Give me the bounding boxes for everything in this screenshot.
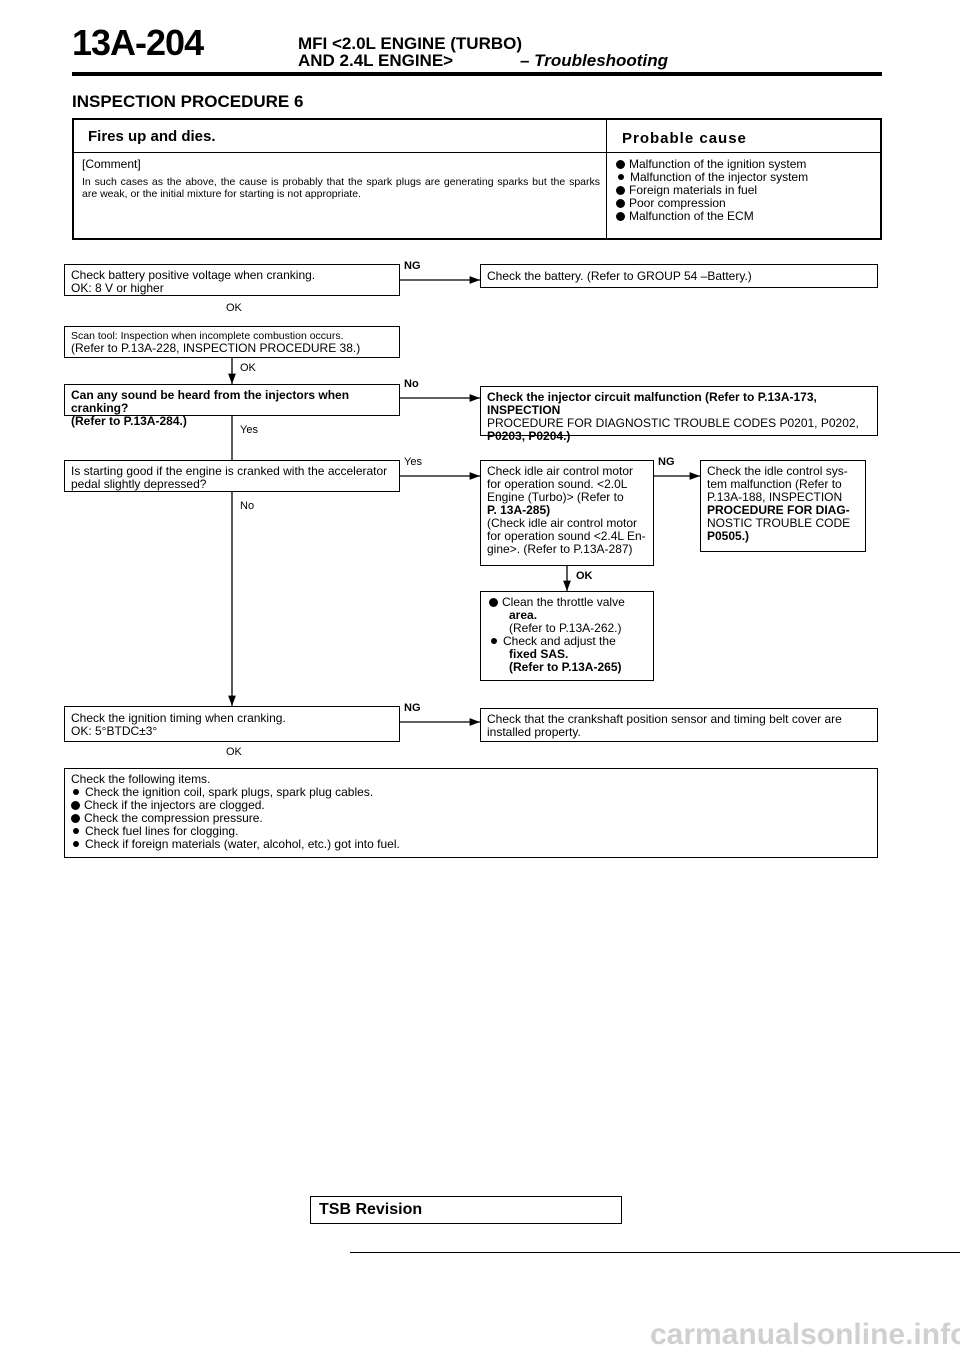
- injector-circuit-box: Check the injector circuit malfunction (…: [480, 386, 878, 443]
- tsb-revision: TSB Revision: [319, 1201, 423, 1218]
- step-battery-line1: Check battery positive voltage when cran…: [71, 268, 316, 282]
- idle-control-line: PROCEDURE FOR DIAG-: [707, 503, 850, 517]
- ok-label: OK: [240, 362, 256, 374]
- step-injector-sound: Can any sound be heard from the injector…: [64, 384, 400, 428]
- crankshaft-line1: Check that the crankshaft position senso…: [487, 712, 842, 726]
- ok-label: OK: [576, 570, 593, 582]
- final-item: Check the ignition coil, spark plugs, sp…: [71, 786, 871, 799]
- no-label: No: [240, 500, 255, 512]
- accelerator-line2: pedal slightly depressed?: [71, 477, 207, 491]
- idle-control-line: P0505.): [707, 529, 750, 543]
- throttle-line: (Refer to P.13A-265): [509, 660, 622, 674]
- throttle-box: Clean the throttle valve area. (Refer to…: [480, 591, 654, 681]
- page-number: 13A-204: [72, 22, 204, 63]
- final-checks-box: Check the following items. Check the ign…: [64, 768, 878, 858]
- ok-label: OK: [226, 302, 242, 314]
- final-item: Check if foreign materials (water, alcoh…: [71, 838, 871, 851]
- injector-circuit-line2: PROCEDURE FOR DIAGNOSTIC TROUBLE CODES P…: [487, 416, 859, 430]
- injector-circuit-line3: P0203, P0204.): [487, 429, 571, 443]
- cause-item: Malfunction of the ignition system: [616, 158, 878, 171]
- accelerator-line1: Is starting good if the engine is cranke…: [71, 464, 388, 478]
- step-accelerator: Is starting good if the engine is cranke…: [64, 460, 400, 492]
- cause-list: Malfunction of the ignition system Malfu…: [616, 158, 878, 223]
- procedure-title: INSPECTION PROCEDURE 6: [72, 92, 304, 111]
- cause-item: Malfunction of the injector system: [616, 171, 878, 184]
- ignition-timing-line1: Check the ignition timing when cranking.: [71, 711, 286, 725]
- scan-tool-line2: (Refer to P.13A-228, INSPECTION PROCEDUR…: [71, 341, 361, 355]
- yes-label: Yes: [404, 456, 422, 468]
- step-battery-check: Check battery positive voltage when cran…: [64, 264, 400, 296]
- final-heading: Check the following items.: [71, 772, 211, 786]
- symptom-heading: Fires up and dies.: [88, 128, 216, 145]
- injector-sound-line1: Can any sound be heard from the injector…: [71, 388, 350, 415]
- throttle-line: (Refer to P.13A-262.): [509, 621, 622, 635]
- throttle-line: Clean the throttle valve: [489, 596, 645, 609]
- iac-motor-box: Check idle air control motor for operati…: [480, 460, 654, 566]
- iac-line: Engine (Turbo)> (Refer to: [487, 490, 624, 504]
- idle-control-line: NOSTIC TROUBLE CODE: [707, 516, 851, 530]
- header-section: – Troubleshooting: [520, 51, 668, 70]
- iac-line: gine>. (Refer to P.13A-287): [487, 542, 633, 556]
- throttle-line: area.: [509, 608, 538, 622]
- scan-tool-line1: Scan tool: Inspection when incomplete co…: [71, 330, 344, 342]
- ng-label: NG: [658, 456, 675, 468]
- idle-control-line: P.13A-188, INSPECTION: [707, 490, 843, 504]
- symptom-table: Fires up and dies. Probable cause [Comme…: [72, 118, 882, 240]
- crankshaft-box: Check that the crankshaft position senso…: [480, 708, 878, 742]
- iac-line: (Check idle air control motor: [487, 516, 638, 530]
- header-title-line1: MFI <2.0L ENGINE (TURBO): [298, 34, 523, 53]
- step-scan-tool: Scan tool: Inspection when incomplete co…: [64, 326, 400, 358]
- final-item: Check the compression pressure.: [71, 812, 871, 825]
- battery-box: Check the battery. (Refer to GROUP 54 –B…: [480, 264, 878, 288]
- watermark: carmanualsonline.info: [650, 1318, 960, 1351]
- idle-control-line: Check the idle control sys-: [707, 464, 848, 478]
- probable-cause-heading: Probable cause: [622, 130, 747, 147]
- cause-item: Malfunction of the ECM: [616, 210, 878, 223]
- symptom-divider-v: [606, 120, 607, 238]
- iac-line: for operation sound <2.4L En-: [487, 529, 646, 543]
- final-item: Check fuel lines for clogging.: [71, 825, 871, 838]
- final-item: Check if the injectors are clogged.: [71, 799, 871, 812]
- no-label: No: [404, 378, 419, 390]
- battery-text: Check the battery. (Refer to GROUP 54 –B…: [487, 269, 752, 283]
- crankshaft-line2: installed property.: [487, 725, 581, 739]
- header-title-line2: AND 2.4L ENGINE>: [298, 51, 454, 70]
- symptom-divider-h: [74, 152, 880, 153]
- comment-label: [Comment]: [82, 157, 141, 171]
- injector-sound-line2: (Refer to P.13A-284.): [71, 414, 187, 428]
- footer-rule: [350, 1252, 960, 1253]
- cause-item: Foreign materials in fuel: [616, 184, 878, 197]
- idle-control-box: Check the idle control sys- tem malfunct…: [700, 460, 866, 552]
- injector-circuit-line1: Check the injector circuit malfunction (…: [487, 390, 817, 417]
- iac-line: P. 13A-285): [487, 503, 551, 517]
- ng-label: NG: [404, 260, 421, 272]
- throttle-line: fixed SAS.: [509, 647, 569, 661]
- tsb-revision-box: TSB Revision: [310, 1196, 622, 1224]
- step-battery-line2: OK: 8 V or higher: [71, 281, 164, 295]
- cause-item: Poor compression: [616, 197, 878, 210]
- ignition-timing-line2: OK: 5°BTDC±3°: [71, 724, 158, 738]
- ng-label: NG: [404, 702, 421, 714]
- comment-text: In such cases as the above, the cause is…: [82, 176, 600, 200]
- iac-line: Check idle air control motor: [487, 464, 634, 478]
- idle-control-line: tem malfunction (Refer to: [707, 477, 842, 491]
- iac-line: for operation sound. <2.0L: [487, 477, 628, 491]
- step-ignition-timing: Check the ignition timing when cranking.…: [64, 706, 400, 742]
- ok-label: OK: [226, 746, 242, 758]
- throttle-line: Check and adjust the: [489, 635, 645, 648]
- yes-label: Yes: [240, 424, 258, 436]
- header-rule: [72, 72, 882, 76]
